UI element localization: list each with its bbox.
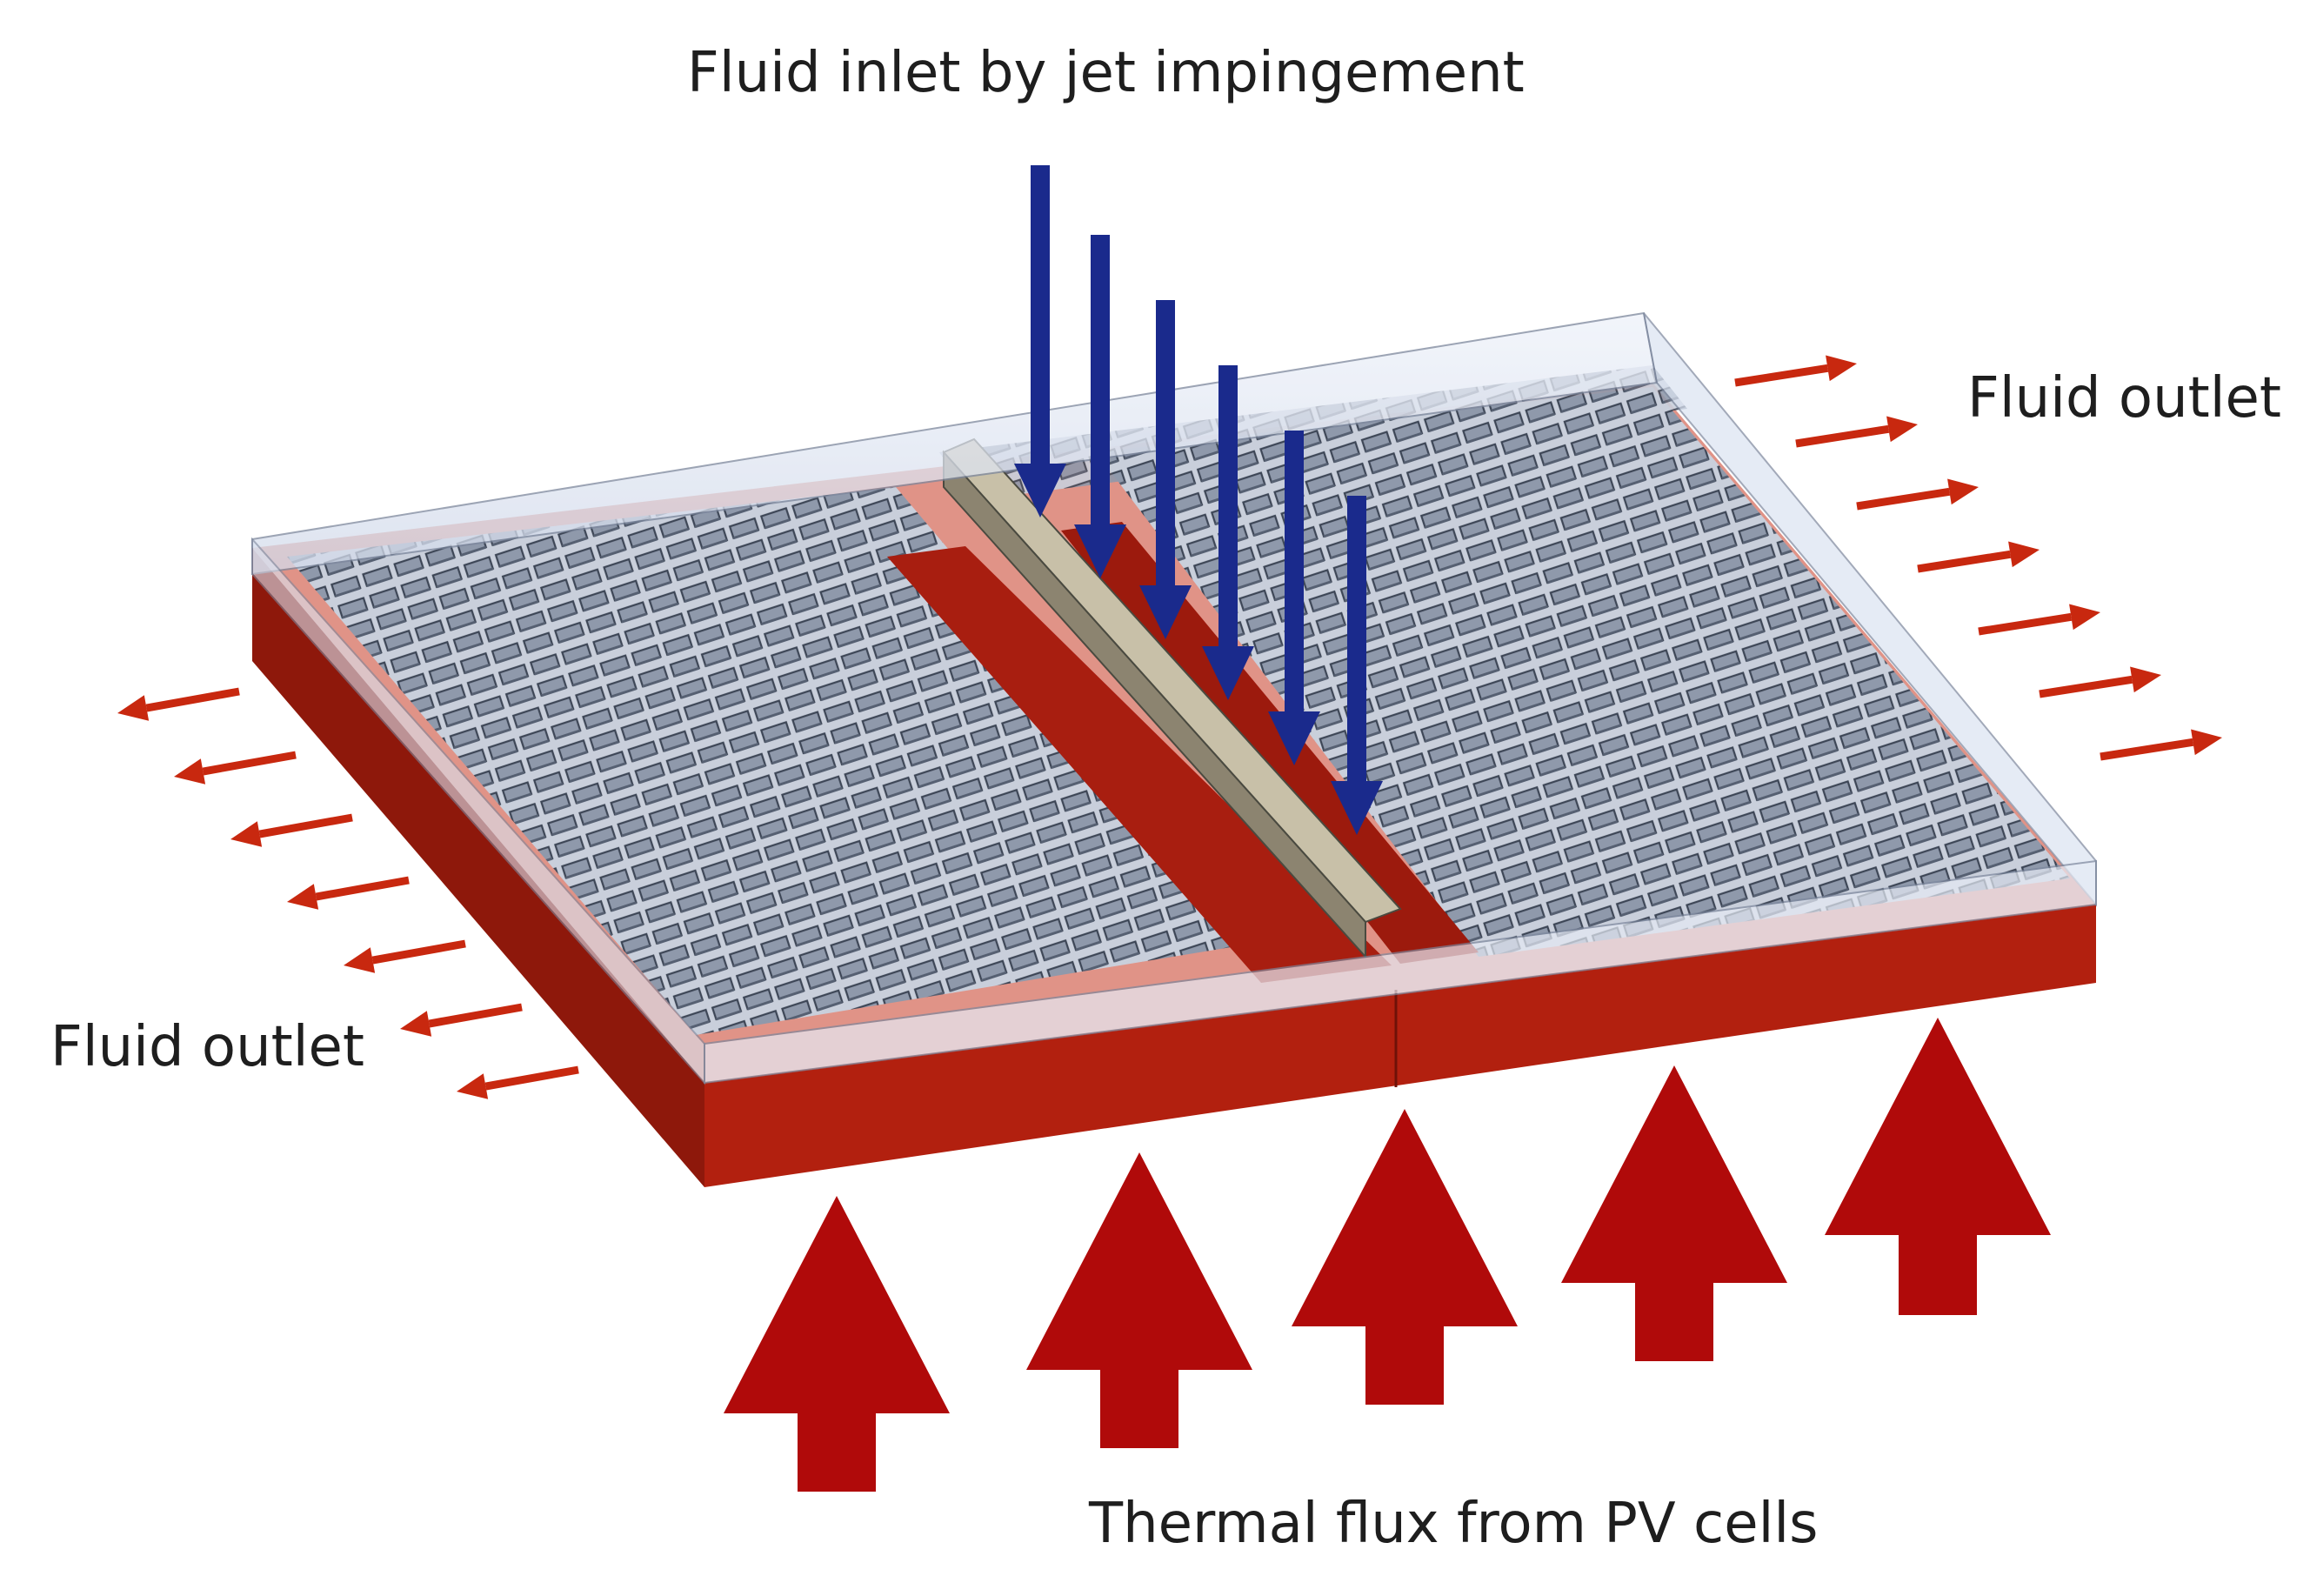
outlet-arrow-icon (230, 813, 353, 847)
outlet-arrow-icon (344, 939, 466, 973)
outlet-arrow-icon (2100, 729, 2222, 761)
outlet-arrow-icon (400, 1003, 523, 1037)
fin-field-left (287, 487, 1279, 1035)
jet-inlet-arrow-icon (1139, 300, 1192, 639)
jet-inlet-arrow-icon (1014, 165, 1066, 518)
base-plate-front-face (704, 905, 2096, 1187)
outlet-arrow-icon (1856, 478, 1979, 511)
outlet-arrow-icon (1917, 541, 2040, 573)
cover-front-strip (704, 859, 2097, 1085)
outlet-arrow-icon (457, 1065, 579, 1099)
outlet-arrow-icon (1978, 604, 2100, 636)
fin-field-right (1096, 387, 2070, 957)
outlet-arrow-icon (287, 876, 410, 910)
flux-arrows (724, 1018, 2051, 1492)
inlet-label: Fluid inlet by jet impingement (687, 41, 1525, 105)
thermal-flux-arrow-icon (1561, 1065, 1787, 1361)
outlet-arrows (117, 355, 2222, 1099)
transparent-cover (251, 311, 2097, 1085)
outlet-arrow-icon (2039, 666, 2161, 698)
inlet-arrows (1014, 165, 1383, 835)
jet-inlet-arrow-icon (1268, 431, 1320, 765)
outlet-arrow-icon (1734, 355, 1857, 387)
channel-floor (887, 546, 1392, 983)
thermal-flux-label: Thermal flux from PV cells (1089, 1492, 1819, 1556)
thermal-flux-arrow-icon (724, 1196, 950, 1492)
jet-inlet-arrow-icon (1331, 496, 1383, 835)
outlet-arrow-icon (117, 687, 240, 721)
thermal-flux-arrow-icon (1825, 1018, 2051, 1315)
outlet-arrow-icon (174, 751, 297, 785)
jet-inlet-arrow-icon (1202, 365, 1254, 700)
jet-inlet-arrow-icon (1074, 235, 1126, 578)
outlet-right-label: Fluid outlet (1967, 366, 2281, 431)
outlet-arrow-icon (1795, 416, 1918, 448)
thermal-flux-arrow-icon (1292, 1109, 1518, 1405)
outlet-left-label: Fluid outlet (50, 1015, 364, 1079)
thermal-flux-arrow-icon (1026, 1152, 1252, 1448)
base-plate-left-side (252, 548, 704, 1187)
